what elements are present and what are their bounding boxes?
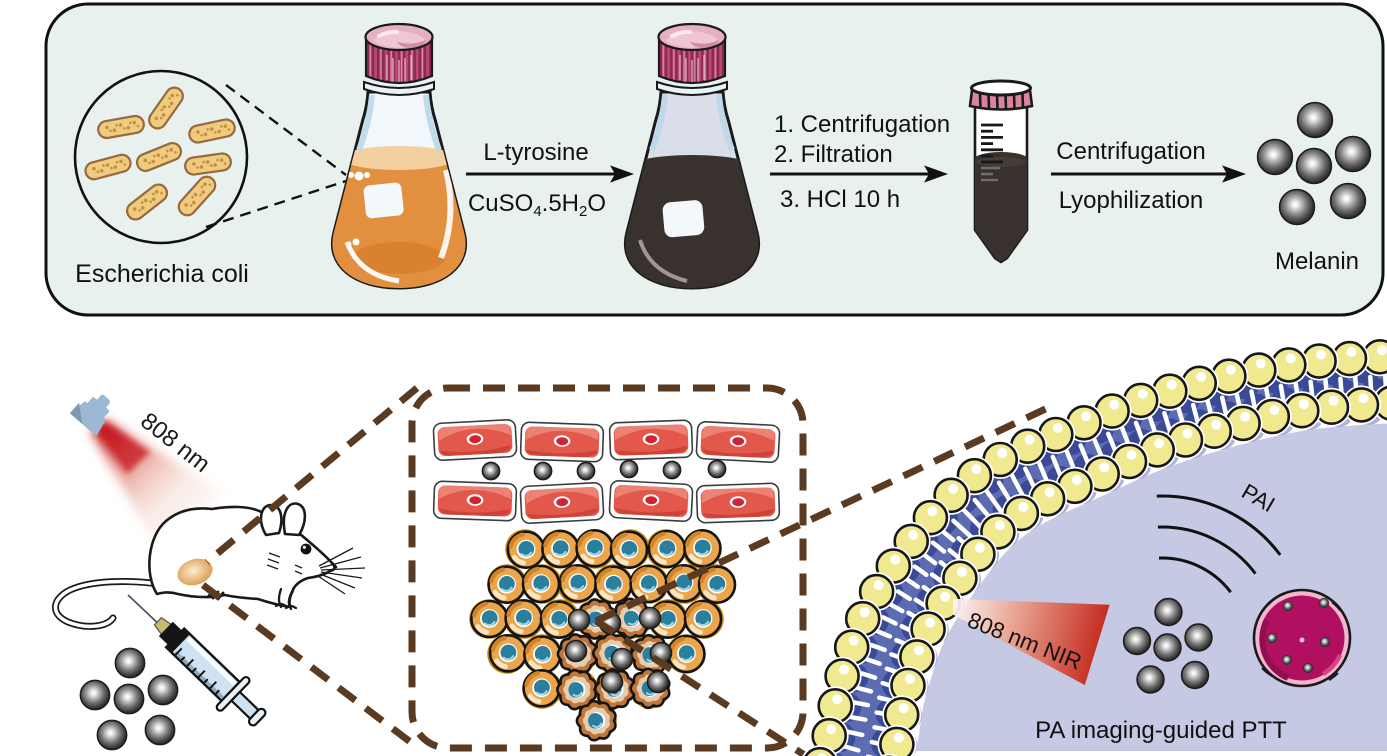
svg-text:1. Centrifugation: 1. Centrifugation [774, 111, 950, 138]
svg-text:Lyophilization: Lyophilization [1059, 187, 1204, 214]
svg-text:Escherichia coli: Escherichia coli [75, 260, 249, 288]
svg-text:Centrifugation: Centrifugation [1056, 138, 1205, 165]
svg-text:3. HCl 10 h: 3. HCl 10 h [780, 186, 900, 213]
svg-text:Melanin: Melanin [1275, 248, 1359, 275]
svg-text:L-tyrosine: L-tyrosine [483, 139, 588, 166]
svg-text:PA imaging-guided PTT: PA imaging-guided PTT [1035, 717, 1287, 744]
svg-text:2. Filtration: 2. Filtration [774, 141, 893, 168]
